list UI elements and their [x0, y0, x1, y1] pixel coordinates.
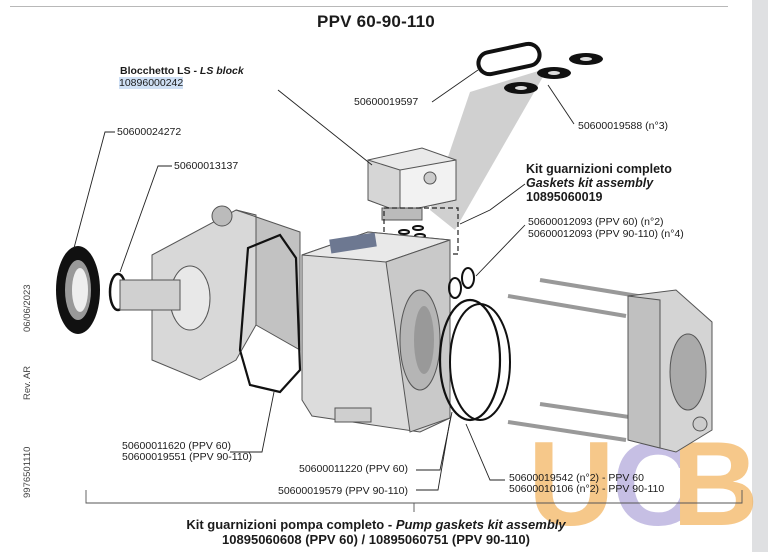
leader-lines [73, 69, 575, 491]
pump-kit-title-it: Kit guarnizioni pompa completo - [186, 517, 396, 532]
ls-block-code-text: 10896000242 [119, 77, 184, 89]
part-50600019597: 50600019597 [354, 96, 419, 108]
o-ring-50600019579 [449, 303, 511, 421]
rear-cover [507, 278, 713, 453]
ls-block-label: Blocchetto LS - LS block [120, 65, 244, 77]
part-50600019588: 50600019588 (n°3) [578, 120, 669, 132]
kit-code: 10895060019 [526, 190, 603, 204]
pump-kit-title: Kit guarnizioni pompa completo - Pump ga… [0, 517, 752, 532]
part-50600011620: 50600011620 (PPV 60) [122, 440, 231, 452]
page-title: PPV 60-90-110 [317, 12, 435, 31]
ls-block [367, 147, 457, 221]
ls-block-label-it: Blocchetto LS - [120, 65, 200, 77]
gasket-50600019597 [476, 41, 542, 77]
pump-body [301, 231, 451, 433]
pump-kit-title-en: Pump gaskets kit assembly [395, 517, 566, 532]
right-scroll-gutter[interactable] [752, 0, 768, 552]
o-ring-50600011220 [438, 298, 502, 422]
exploded-cone [430, 68, 548, 230]
part-50600019551: 50600019551 (PPV 90-110) [122, 451, 252, 463]
part-50600024272: 50600024272 [117, 126, 182, 138]
front-flange [119, 205, 301, 381]
header-rule [10, 6, 728, 7]
gasket-50600019588 [504, 53, 603, 94]
kit-title-it: Kit guarnizioni completo [526, 162, 672, 176]
flange-gasket [238, 233, 302, 394]
part-50600019579: 50600019579 (PPV 90-110) [278, 485, 408, 497]
part-50600012093-ppv60: 50600012093 (PPV 60) (n°2) [528, 216, 664, 228]
part-50600013137: 50600013137 [174, 160, 239, 172]
kit-title-en: Gaskets kit assembly [526, 176, 654, 190]
part-50600011220: 50600011220 (PPV 60) [299, 463, 408, 475]
ls-block-code[interactable]: 10896000242 [119, 77, 184, 89]
shaft-seal [56, 246, 100, 334]
svg-text:U: U [528, 417, 608, 551]
part-50600012093-ppv90: 50600012093 (PPV 90-110) (n°4) [528, 228, 684, 240]
kit-bracket [85, 490, 743, 512]
pump-kit-codes: 10895060608 (PPV 60) / 10895060751 (PPV … [222, 532, 530, 547]
part-50600010106: 50600010106 (n°2) - PPV 90-110 [509, 483, 665, 495]
part-50600019542: 50600019542 (n°2) - PPV 60 [509, 472, 644, 484]
ls-block-label-en: LS block [199, 65, 244, 77]
